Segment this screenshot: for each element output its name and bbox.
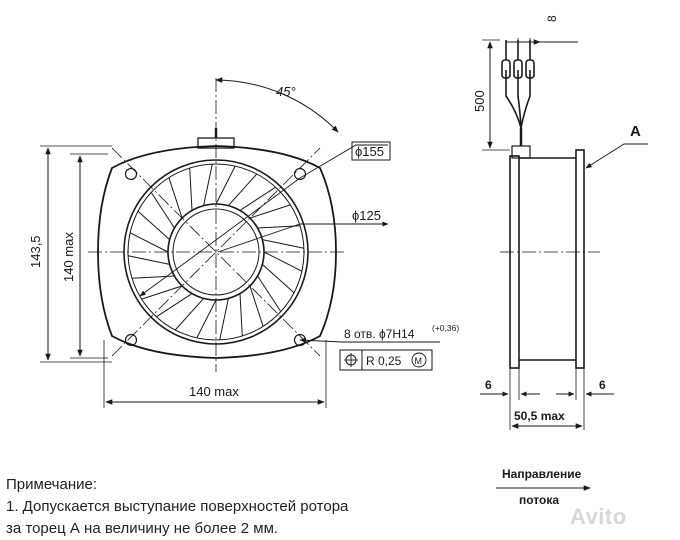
impeller-blade <box>239 293 243 337</box>
leader-outer-dia <box>139 144 388 297</box>
total-height-label: 143,5 <box>28 235 43 268</box>
fan-housing-outline <box>97 145 337 359</box>
impeller-blade <box>262 239 305 249</box>
holes-tolerance: (+0,36) <box>432 323 459 333</box>
leader-inner-dia <box>217 221 389 253</box>
center-lines <box>88 78 346 372</box>
lead-length-label: 500 <box>472 90 487 112</box>
lead-wires <box>501 40 535 129</box>
impeller-blade <box>196 299 217 339</box>
side-view <box>480 38 648 491</box>
position-tolerance: R 0,25 <box>366 354 402 368</box>
inner-dia-label: ϕ125 <box>352 208 381 223</box>
holes-label: 8 отв. ϕ7H14 <box>344 327 415 341</box>
impeller-blade <box>257 275 282 312</box>
front-view-labels: 45° 143,5 140 max 140 max ϕ155 ϕ125 8 от… <box>28 84 459 399</box>
impeller-blades <box>127 163 305 341</box>
impeller-blade <box>228 173 258 206</box>
impeller-blade <box>203 163 213 206</box>
impeller-blade <box>189 167 193 211</box>
notes-line-1: 1. Допускается выступание поверхностей р… <box>6 498 349 515</box>
mounting-hole <box>124 333 138 347</box>
impeller-blade <box>141 285 183 300</box>
notes-block: Примечание: 1. Допускается выступание по… <box>6 474 348 540</box>
tolerance-frame <box>339 349 433 371</box>
impeller-blade <box>249 285 264 327</box>
impeller-blade <box>168 177 183 219</box>
impeller-blade <box>137 210 170 240</box>
flange-right-label: 6 <box>599 378 606 392</box>
impeller-blade <box>156 293 193 318</box>
width-max-label: 140 max <box>189 384 239 399</box>
flange-left <box>509 155 520 369</box>
impeller-blade <box>129 232 169 253</box>
flange-left-label: 6 <box>485 378 492 392</box>
impeller-blade <box>174 298 204 331</box>
impeller-blade <box>215 165 236 205</box>
impeller-blade <box>131 275 175 279</box>
impeller-blade <box>239 186 276 211</box>
face-a-label: A <box>630 123 641 140</box>
position-modifier: M <box>415 356 423 366</box>
depth-label: 50,5 max <box>514 409 565 423</box>
lead-pitch-label: 8 <box>545 15 559 22</box>
angle-label: 45° <box>276 84 296 99</box>
flow-direction-label: Направление <box>502 467 582 481</box>
notes-title: Примечание: <box>6 476 97 493</box>
impeller-blade <box>127 255 170 265</box>
impeller-blade <box>249 204 291 219</box>
leader-holes <box>299 337 440 343</box>
angle-arc <box>215 77 339 133</box>
impeller-blade <box>262 264 295 294</box>
front-view <box>40 77 440 408</box>
mounting-hole <box>124 167 138 181</box>
impeller-blade <box>150 192 175 229</box>
side-view-labels: 8 500 A 6 6 50,5 max Направление потока <box>472 15 641 507</box>
outer-dia-box <box>351 141 391 161</box>
flange-right <box>575 149 585 369</box>
flow-label-2: потока <box>519 493 559 507</box>
mmc-modifier-icon <box>411 352 427 368</box>
height-max-label: 140 max <box>61 232 76 282</box>
notes-line-2: за торец А на величину не более 2 мм. <box>6 520 279 537</box>
impeller-blade <box>219 298 229 341</box>
outer-dia-label: ϕ155 <box>355 144 384 159</box>
impeller-blade <box>263 251 303 272</box>
leader-face-a <box>585 143 648 169</box>
avito-watermark: Avito <box>570 504 627 529</box>
